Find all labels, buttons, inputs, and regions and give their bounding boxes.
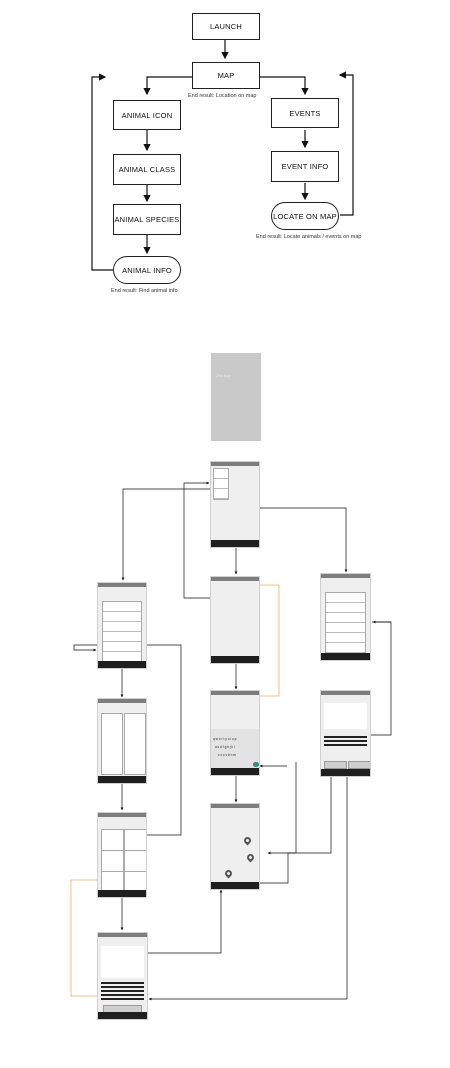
status-bar [321,691,370,695]
event-button-right [348,761,370,769]
map-screen-wireframe [210,461,260,548]
event-item [326,603,365,613]
grid-cell [101,829,124,851]
launch-node: LAUNCH [192,13,260,40]
nav-bar [98,776,146,783]
nav-bar [211,768,259,775]
status-bar [211,577,259,581]
nav-bar [98,661,146,668]
event-info-node: EVENT INFO [271,151,339,182]
grid-cell [124,850,146,872]
splash-screen: Zoo App [211,353,261,441]
grid-cell [124,829,146,851]
grid-cell [101,850,124,872]
map-pins-screen-wireframe [210,803,260,890]
status-bar [211,462,259,466]
locate-end-result-note: End result: Locate animals / events on m… [256,234,362,240]
status-bar [98,583,146,587]
info-text-line [101,994,144,996]
nav-bar [321,653,370,660]
animal-species-node: ANIMAL SPECIES [113,204,181,235]
keyboard-row-1: q w e r t y u i o p [213,737,237,741]
flowchart-connectors [91,40,354,271]
animal-info-end-result-note: End result: Find animal info [111,288,178,294]
animal-icon-node: ANIMAL ICON [113,100,181,130]
status-bar [321,574,370,578]
search-keyboard-screen-wireframe: q w e r t y u i o p a s d f g h j k l z … [210,690,260,776]
event-text-line [324,736,367,738]
info-text-line [101,990,144,992]
nav-bar [98,890,146,897]
status-bar [98,699,146,703]
map-pin-icon [242,835,253,846]
events-list [325,592,366,654]
map-end-result-note: End result: Location on map [188,93,257,99]
list-item [103,632,141,642]
animal-list-screen-wireframe [97,582,147,669]
map-node: MAP [192,62,260,89]
events-list-screen-wireframe [320,573,371,661]
nav-bar [211,882,259,889]
list-item [103,602,141,612]
keyboard-row-2: a s d f g h j k l [215,745,235,749]
event-item [326,643,365,653]
map-blank-screen-wireframe [210,576,260,664]
status-bar [211,804,259,808]
status-bar [98,933,147,937]
info-card [101,946,144,978]
status-bar [211,691,259,695]
list-item [103,642,141,652]
nav-bar [321,769,370,776]
event-item [326,613,365,623]
enter-key [253,762,259,767]
keyboard-row-3: z x c v b n m [218,753,236,757]
locate-on-map-node: LOCATE ON MAP [271,202,339,230]
event-info-screen-wireframe [320,690,371,777]
nav-bar [98,1012,147,1019]
menu-dropdown [213,468,229,500]
map-pin-icon [245,852,256,863]
grid-cell [124,713,146,775]
animal-class-node: ANIMAL CLASS [113,154,181,185]
menu-row [214,479,228,489]
event-text-line [324,740,367,742]
event-text-line [324,744,367,746]
splash-title: Zoo App [216,373,231,378]
info-text-line [101,982,144,984]
menu-row [214,489,228,499]
info-text-line [101,986,144,988]
event-card [324,703,367,729]
status-bar [98,813,146,817]
menu-row [214,469,228,479]
keyboard: q w e r t y u i o p a s d f g h j k l z … [211,729,259,770]
animal-list [102,601,142,663]
map-pin-icon [223,868,234,879]
grid-cell [101,713,123,775]
list-item [103,622,141,632]
animal-class-screen-wireframe [97,698,147,784]
nav-bar [211,540,259,547]
animal-info-node: ANIMAL INFO [113,256,181,284]
animal-info-screen-wireframe [97,932,148,1020]
info-text-line [101,998,144,1000]
animal-species-screen-wireframe [97,812,147,898]
event-item [326,633,365,643]
events-node: EVENTS [271,98,339,128]
nav-bar [211,656,259,663]
event-button-left [324,761,347,769]
event-item [326,623,365,633]
list-item [103,612,141,622]
event-item [326,593,365,603]
